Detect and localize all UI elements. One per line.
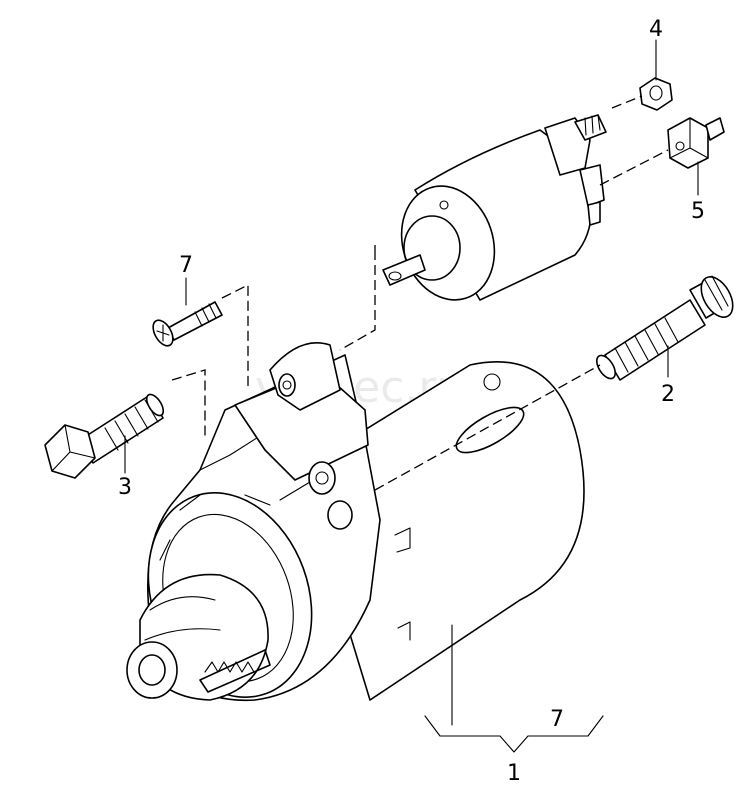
callout-5: 5 — [691, 199, 705, 224]
callout-2: 2 — [661, 382, 675, 407]
callout-3: 3 — [118, 475, 132, 500]
callout-7-screw: 7 — [179, 253, 193, 278]
connector-5 — [667, 117, 725, 169]
bolt-2 — [596, 275, 734, 381]
nut-4 — [639, 77, 673, 111]
solenoid — [382, 114, 607, 301]
leader-lines — [124, 39, 699, 753]
callout-4: 4 — [649, 17, 663, 42]
alignment-lines — [171, 95, 669, 491]
callout-7-qty: 7 — [550, 707, 564, 732]
callout-1: 1 — [507, 761, 521, 786]
starter-motor — [126, 341, 585, 702]
screw-7 — [152, 301, 223, 347]
bolt-3 — [44, 393, 165, 479]
